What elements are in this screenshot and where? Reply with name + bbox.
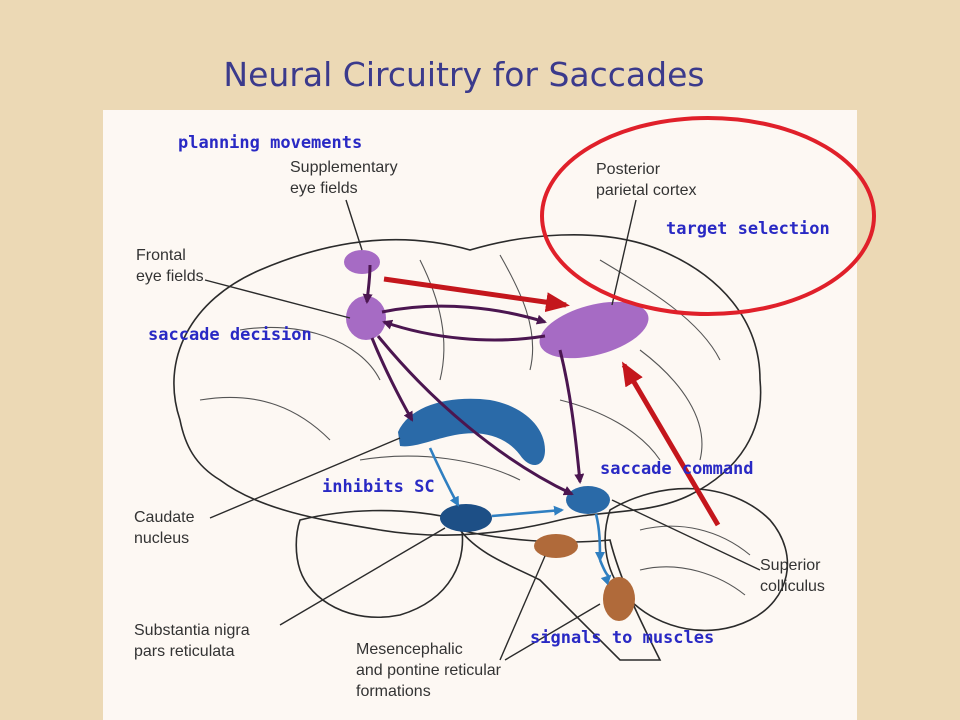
reticular-formation-lower-region bbox=[603, 577, 635, 621]
red-arrow-from-command bbox=[621, 361, 721, 527]
brain-outline bbox=[173, 234, 789, 661]
label-superior-colliculus: Superior colliculus bbox=[760, 557, 825, 595]
purple-pathways bbox=[362, 264, 585, 496]
caudate-nucleus-region bbox=[398, 398, 545, 466]
slide-title: Neural Circuitry for Saccades bbox=[223, 55, 705, 94]
red-arrow-to-parietal bbox=[383, 276, 570, 313]
label-supplementary-eye-fields: Supplementary eye fields bbox=[290, 159, 402, 197]
blue-pathways bbox=[428, 447, 612, 586]
annotation-inhibits-sc: inhibits SC bbox=[322, 477, 435, 497]
posterior-parietal-region bbox=[539, 301, 649, 359]
cerebrum-outline bbox=[173, 234, 762, 537]
highlight-circle bbox=[540, 116, 876, 316]
label-mesencephalic: Mesencephalic and pontine reticular form… bbox=[356, 641, 505, 700]
brain-regions bbox=[344, 250, 649, 621]
supplementary-eye-fields-region bbox=[344, 250, 380, 274]
label-posterior-parietal-cortex: Posterior parietal cortex bbox=[596, 161, 697, 199]
label-frontal-eye-fields: Frontal eye fields bbox=[136, 247, 204, 285]
substantia-nigra-region bbox=[440, 504, 492, 532]
annotation-saccade-command: saccade command bbox=[600, 459, 754, 479]
frontal-eye-fields-region bbox=[346, 296, 386, 340]
superior-colliculus-region bbox=[566, 486, 610, 514]
annotation-saccade-decision: saccade decision bbox=[148, 325, 312, 345]
annotation-planning-movements: planning movements bbox=[178, 133, 362, 153]
reticular-formation-upper-region bbox=[534, 534, 578, 558]
temporal-lobe-outline bbox=[295, 509, 464, 619]
label-substantia-nigra: Substantia nigra pars reticulata bbox=[134, 622, 254, 660]
annotation-target-selection: target selection bbox=[666, 219, 830, 239]
label-caudate-nucleus: Caudate nucleus bbox=[134, 509, 199, 547]
annotation-signals-to-muscles: signals to muscles bbox=[530, 628, 714, 648]
leader-lines bbox=[204, 199, 761, 661]
